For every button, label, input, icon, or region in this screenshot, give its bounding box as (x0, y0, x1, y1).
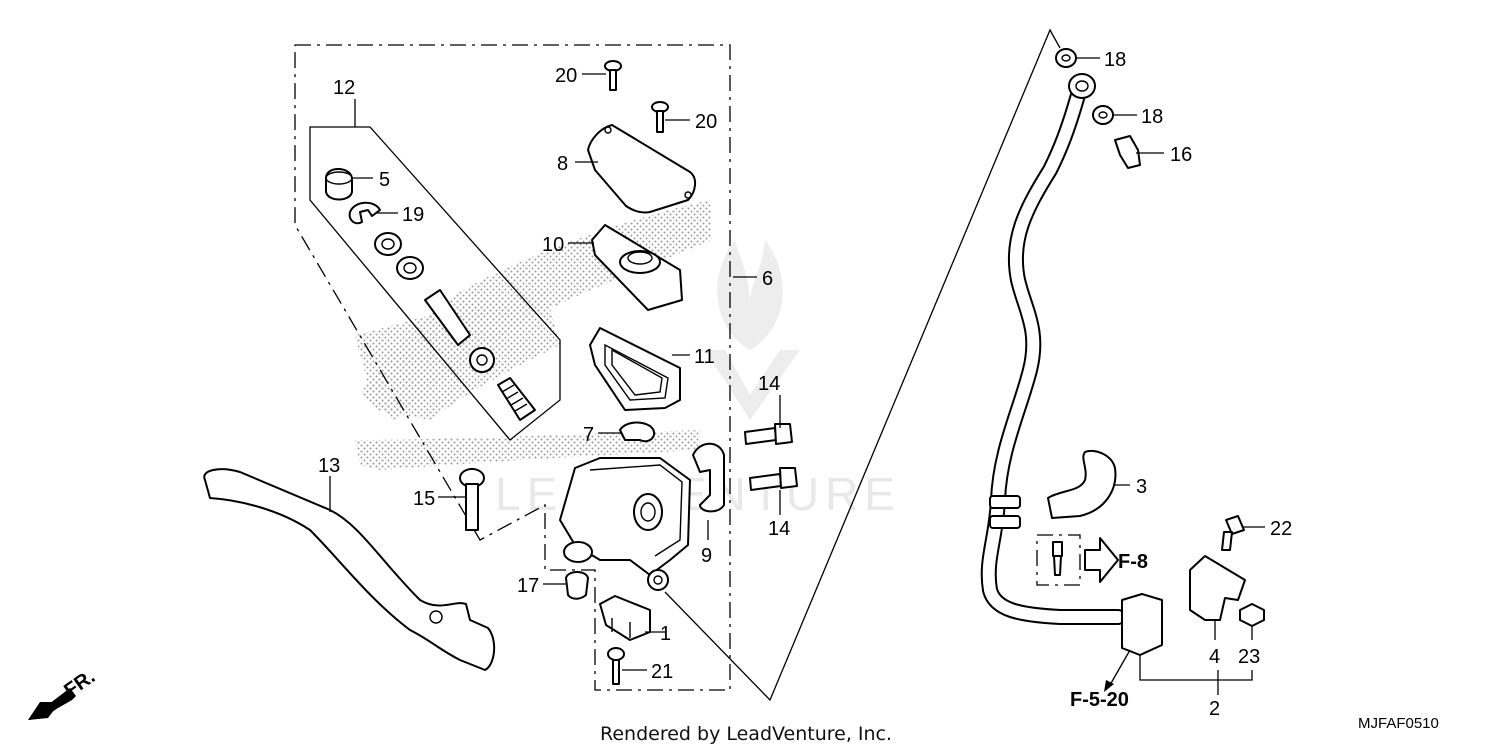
callout-10: 10 (542, 234, 564, 256)
grommet-17 (565, 571, 589, 600)
callout-6: 6 (762, 268, 773, 290)
callout-3: 3 (1136, 476, 1147, 498)
nut-23 (1239, 603, 1265, 627)
callout-7: 7 (583, 424, 594, 446)
brake-switch-1 (599, 595, 651, 641)
piston-components (325, 168, 536, 421)
brake-hose (980, 73, 1163, 656)
callout-18a: 18 (1104, 49, 1126, 71)
lever-pivot-hole (429, 610, 443, 624)
watermark-text: LEADVENTURE (495, 468, 901, 520)
callout-1: 1 (660, 623, 671, 645)
clip-7 (619, 421, 656, 443)
callout-20a: 20 (555, 65, 577, 87)
callout-16: 16 (1170, 144, 1192, 166)
sealing-washers-18 (1055, 48, 1114, 125)
diaphragm-11 (589, 327, 681, 411)
callout-labels: 1 2 3 4 5 6 7 8 9 10 11 12 13 14 14 15 1… (318, 49, 1292, 720)
callout-11: 11 (694, 346, 715, 368)
master-cylinder-body (559, 457, 691, 591)
diagram-code: MJFAF0510 (1358, 715, 1439, 732)
pivot-bolt-15 (459, 468, 485, 531)
dotted-shading (355, 200, 712, 470)
hose-clamp-3 (1047, 449, 1117, 519)
callout-8: 8 (557, 153, 568, 175)
arrow-f520-icon (1104, 680, 1114, 692)
screw-21 (607, 647, 625, 685)
callout-13: 13 (318, 455, 340, 477)
screws-20 (604, 60, 669, 133)
callout-17: 17 (517, 575, 539, 597)
piston-group-bracket (309, 126, 561, 441)
bolts-14 (744, 423, 798, 491)
callout-19: 19 (402, 204, 424, 226)
bolt-22 (1221, 515, 1245, 551)
callout-5: 5 (379, 169, 390, 191)
reference-box-f8 (1036, 534, 1081, 586)
callout-23: 23 (1238, 646, 1260, 668)
watermark: LEADVENTURE (495, 240, 901, 520)
holder-9 (692, 442, 725, 513)
diaphragm-plate-10 (591, 224, 683, 311)
hose-leader-line (664, 28, 1061, 702)
render-credit: Rendered by LeadVenture, Inc. (600, 723, 892, 745)
callout-2: 2 (1209, 698, 1220, 720)
reference-f8: F-8 (1118, 551, 1148, 573)
reference-f5-20: F-5-20 (1070, 689, 1129, 711)
callout-4: 4 (1209, 646, 1220, 668)
bolt-ref-f8 (1052, 541, 1063, 576)
callout-21: 21 (651, 661, 673, 683)
bracket-4 (1189, 555, 1246, 621)
brake-lever-13 (203, 468, 496, 671)
callout-9: 9 (701, 545, 712, 567)
callout-18b: 18 (1141, 106, 1163, 128)
callout-22: 22 (1270, 518, 1292, 540)
leader-lines (329, 57, 1265, 695)
oil-bolt-16 (1114, 135, 1141, 169)
callout-12: 12 (333, 77, 355, 99)
arrow-f520-line (1109, 649, 1131, 686)
callout-15: 15 (413, 488, 435, 510)
callout-14b: 14 (768, 518, 790, 540)
arrow-f8-icon (1084, 537, 1119, 583)
assembly-boundary-6 (294, 44, 731, 691)
callout-14a: 14 (758, 373, 780, 395)
reservoir-cap-8 (587, 124, 696, 214)
callout-20b: 20 (695, 111, 717, 133)
front-direction-icon (28, 688, 76, 720)
